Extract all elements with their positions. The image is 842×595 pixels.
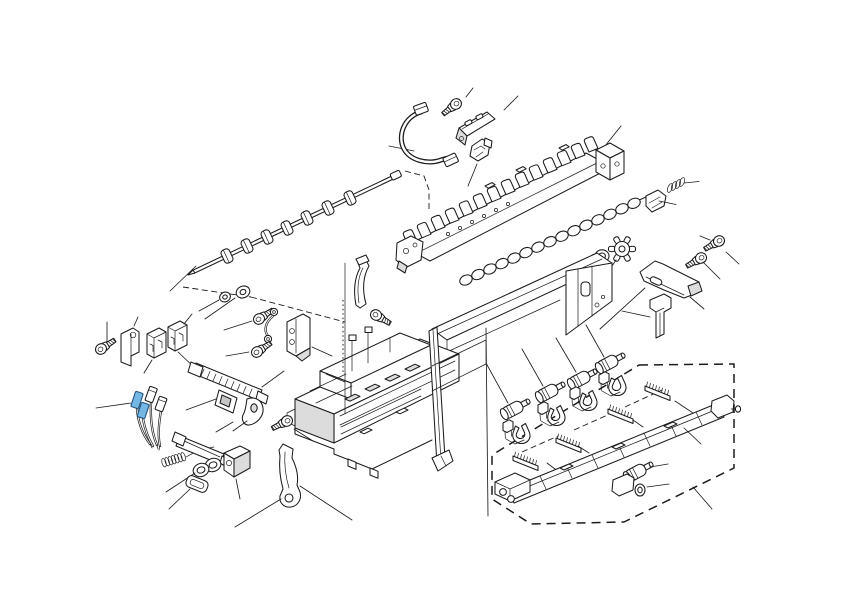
leader-line xyxy=(234,498,282,528)
shoulder-screw-a xyxy=(699,233,740,265)
small-coil-spring xyxy=(666,177,700,193)
leader-line xyxy=(485,362,509,404)
upper-guide-assembly xyxy=(395,125,625,274)
dashed-boundary xyxy=(491,363,735,525)
leader-line xyxy=(133,316,139,327)
cable-latch xyxy=(467,137,493,187)
phantom-line xyxy=(250,296,346,323)
leader-line xyxy=(555,337,577,373)
shaft-end-holder xyxy=(645,189,677,213)
cable-connector xyxy=(442,152,459,168)
leader-line xyxy=(232,420,248,432)
leader-line xyxy=(699,235,711,241)
pivot-arm xyxy=(234,443,301,528)
separation-rail xyxy=(494,394,742,510)
leader-line xyxy=(95,402,132,409)
main-chassis xyxy=(286,252,613,521)
wire-harness xyxy=(95,385,168,451)
leader-line xyxy=(725,251,740,265)
leader-line xyxy=(204,297,236,320)
leader-line xyxy=(683,181,700,184)
leader-line xyxy=(225,351,250,357)
cable-clamp-plate xyxy=(455,111,496,146)
ground-plate xyxy=(286,313,333,362)
leader-line-vertical xyxy=(485,327,489,517)
harness-connector-blue xyxy=(136,401,150,420)
leader-line xyxy=(299,485,353,521)
rail-holder xyxy=(185,389,238,414)
leader-line xyxy=(185,398,217,411)
spur-gear xyxy=(599,236,637,285)
leader-line xyxy=(235,478,241,500)
rail-left-end xyxy=(494,472,531,503)
leader-line xyxy=(143,359,153,374)
arm-screw xyxy=(269,413,314,442)
sensor-bracket xyxy=(120,316,140,367)
guide-end-block xyxy=(595,142,625,181)
leader-line xyxy=(692,486,713,510)
leader-line xyxy=(649,463,669,468)
left-sensor-group xyxy=(92,313,197,374)
hook-bracket xyxy=(621,293,672,339)
photo-sensor-b xyxy=(167,313,197,370)
leader-line xyxy=(658,200,677,205)
shoulder-screw-b xyxy=(683,250,721,280)
leader-line xyxy=(683,427,702,445)
harness-connector-white xyxy=(144,385,158,404)
harness-connector-blue xyxy=(130,390,144,410)
leader-line xyxy=(702,261,721,280)
leader-line xyxy=(467,163,478,187)
guide-left-bracket xyxy=(395,235,424,274)
guide-flange-holes xyxy=(446,202,510,236)
friction-pad xyxy=(168,475,209,510)
release-lever xyxy=(354,254,370,309)
leader-line xyxy=(293,428,314,442)
leader-line xyxy=(646,483,670,488)
harness-connector-white xyxy=(154,395,168,413)
cam-lever xyxy=(232,397,264,432)
bottom-center-group xyxy=(161,413,314,528)
cable-connector xyxy=(413,101,429,116)
leader-line xyxy=(585,324,605,358)
photo-sensor-a xyxy=(143,327,167,374)
leader-line xyxy=(311,346,333,357)
leader-line xyxy=(215,421,234,433)
leader-line xyxy=(689,296,705,310)
mid-left-group xyxy=(198,285,333,362)
ribbed-guide-rail xyxy=(187,361,285,405)
leader-line xyxy=(503,95,519,111)
leader-line xyxy=(169,265,197,292)
leader-line xyxy=(168,488,191,510)
shaft-end-cap xyxy=(389,169,402,181)
roller-pair xyxy=(165,457,222,493)
leader-line xyxy=(198,299,220,312)
leader-line xyxy=(223,320,253,331)
ground-wire-assembly xyxy=(223,305,279,360)
separation-unit xyxy=(485,324,742,525)
jumper-cable-assembly xyxy=(388,87,519,187)
leader-line xyxy=(546,400,700,473)
idler-roller-b xyxy=(235,285,251,299)
leader-line xyxy=(521,348,544,387)
phantom-line xyxy=(404,170,430,211)
leader-line xyxy=(465,87,474,98)
left-guide-rail-group xyxy=(185,361,285,432)
right-mounting-bracket xyxy=(599,260,705,330)
shaft-tip xyxy=(187,269,196,276)
spacer-block xyxy=(223,445,251,500)
leader-line xyxy=(261,370,285,388)
rail-right-end xyxy=(710,394,742,419)
pickup-roller-shaft xyxy=(169,169,430,323)
leader-line xyxy=(599,287,646,330)
feed-roller-shaft xyxy=(459,177,700,286)
lower-roller-set xyxy=(611,457,670,497)
leader-line xyxy=(183,313,193,325)
idler-roller-a xyxy=(219,291,231,303)
leader-line xyxy=(621,310,651,318)
